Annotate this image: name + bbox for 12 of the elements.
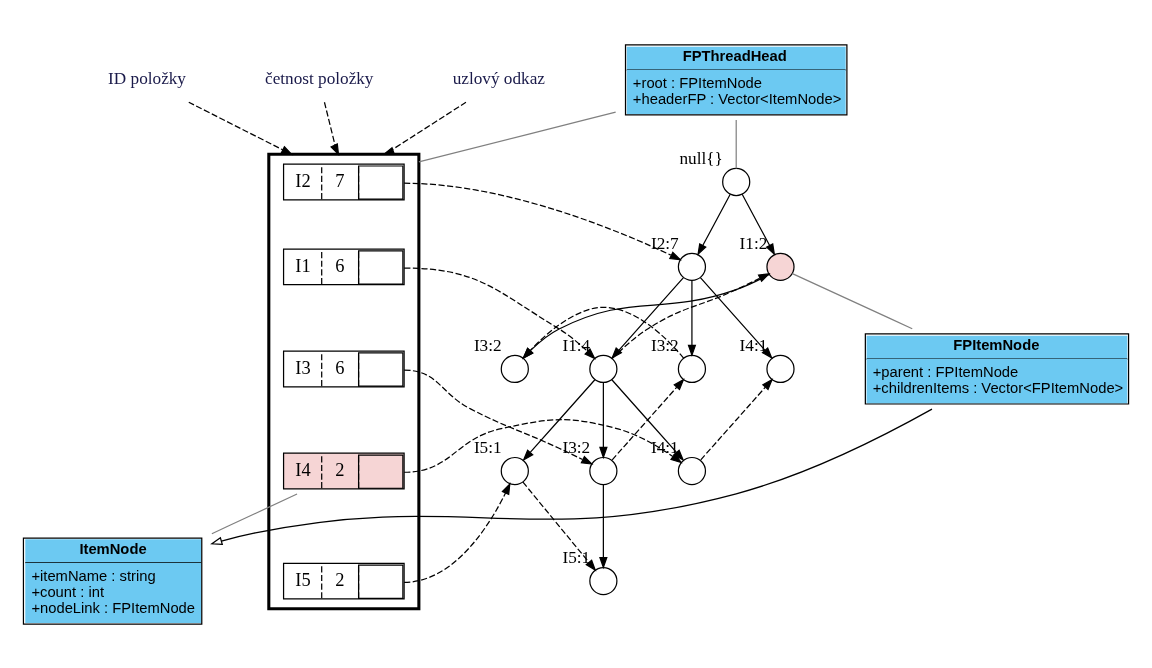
node-label: I5:1 <box>562 547 591 567</box>
node-label: I1:2 <box>739 233 768 253</box>
node-text: uzlový odkaz <box>452 68 545 88</box>
node-label: I2:7 <box>651 233 679 253</box>
node-label: I3:2 <box>562 437 591 457</box>
node-label: I1:4 <box>562 335 591 355</box>
node-label: null{} <box>679 148 723 168</box>
node-text: ID položky <box>108 68 186 88</box>
node-label: I3:2 <box>473 335 502 355</box>
node-text: četnost položky <box>265 68 374 88</box>
node-label: I5:1 <box>473 437 502 457</box>
node-label: I3:2 <box>651 335 679 355</box>
